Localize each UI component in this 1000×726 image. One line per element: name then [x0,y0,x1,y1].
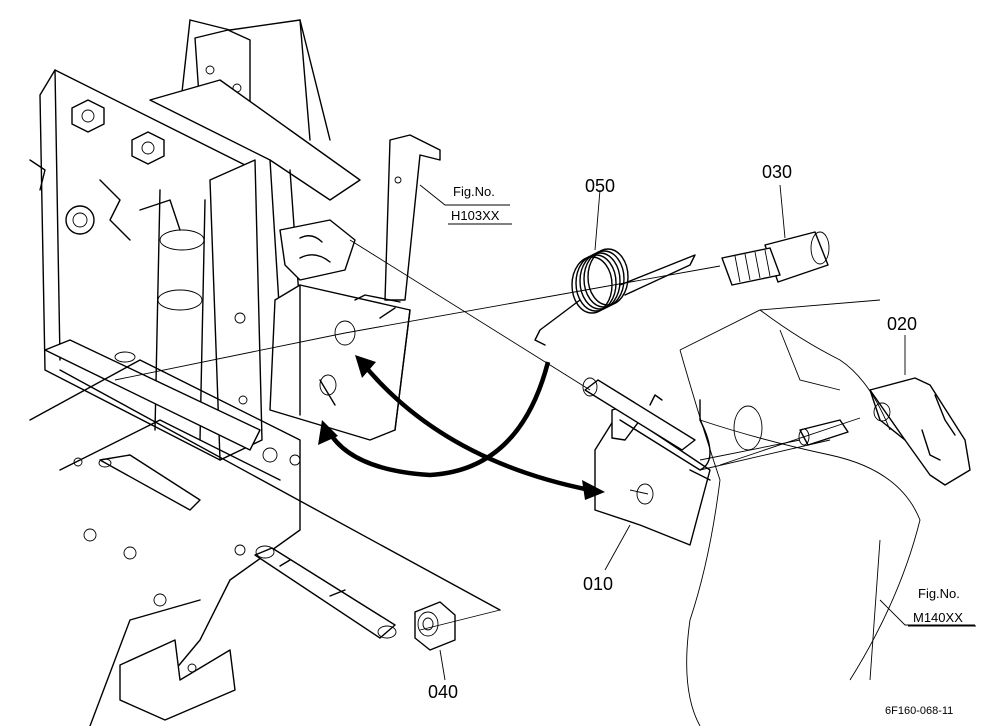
arrow-curve-lower [326,361,551,478]
part-050-label: 050 [585,176,615,196]
part-010-label: 010 [583,574,613,594]
spring-holder-plate [269,284,411,441]
part-030-label: 030 [762,162,792,182]
part-020 [798,335,971,486]
fig-ref-prefix: Fig.No. [453,184,495,199]
assembly-guide-lines [114,184,975,631]
part-010 [582,377,711,571]
part-030 [721,184,830,286]
machine-body-outline [679,299,921,726]
part-labels: 010 020 030 040 050 [428,162,917,702]
figure-references: Fig.No. H103XX Fig.No. M140XX [448,184,976,627]
drawing-code: 6F160-068-11 [885,705,953,717]
fig-ref-code: M140XX [913,610,963,625]
part-020-label: 020 [887,314,917,334]
arrowhead-icon [582,480,605,500]
part-040 [414,601,456,681]
arrow-curve-upper [358,358,591,493]
frame-assembly [29,19,501,726]
arrowhead-icon [355,355,376,378]
fig-ref-code: H103XX [451,208,500,223]
part-040-label: 040 [428,682,458,702]
fig-ref-prefix: Fig.No. [918,586,960,601]
arrowhead-icon [318,420,338,445]
assembly-arrows [318,355,605,500]
part-050 [534,189,696,346]
